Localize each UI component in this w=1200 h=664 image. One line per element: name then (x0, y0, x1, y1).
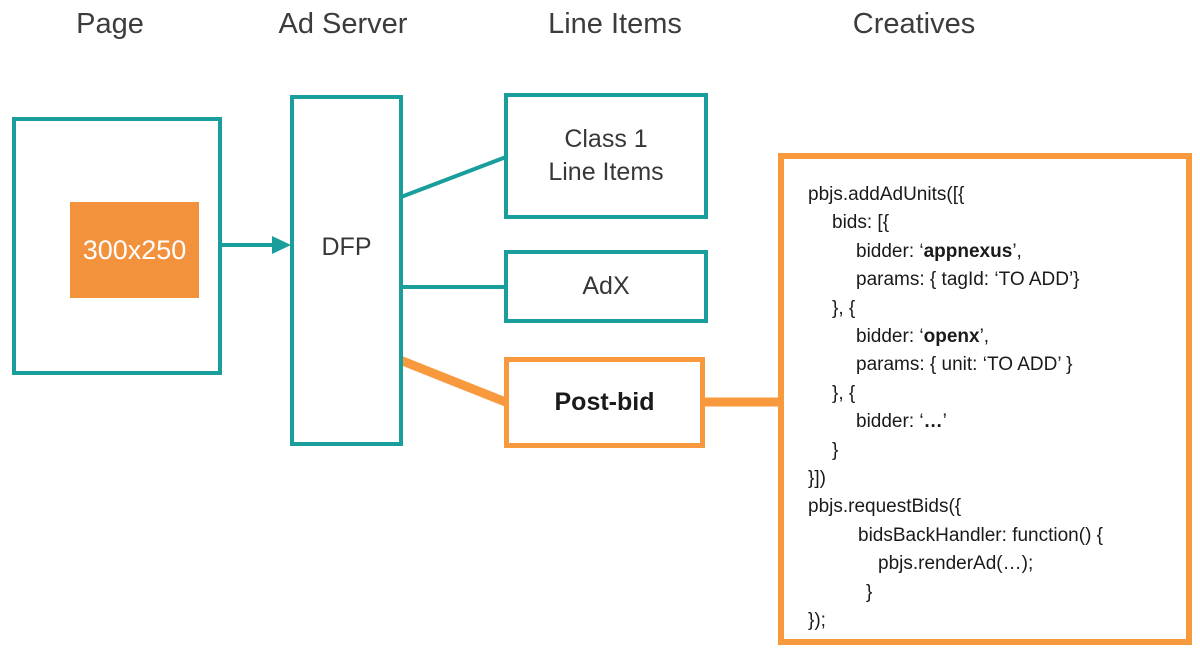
code-text: params: { tagId: ‘TO ADD’} (856, 269, 1080, 291)
adx-box: AdX (504, 250, 708, 323)
column-header-creatives: Creatives (852, 8, 976, 40)
code-line: }); (808, 607, 1178, 635)
dfp-label: DFP (321, 233, 372, 261)
code-bidder-name: openx (923, 326, 980, 348)
code-block: pbjs.addAdUnits([{bids: [{bidder: ‘appne… (808, 181, 1178, 636)
column-header-ad-server: Ad Server (278, 8, 408, 40)
code-bidder-name: … (923, 411, 943, 433)
code-text: bids: [{ (832, 212, 890, 234)
code-text: } (866, 581, 873, 603)
code-text: }); (808, 610, 826, 632)
code-line: pbjs.renderAd(…); (808, 550, 1178, 578)
page-box: 300x250 (12, 117, 222, 375)
code-text: } (832, 439, 839, 461)
code-line: bidder: ‘appnexus’, (808, 238, 1178, 266)
code-text: bidsBackHandler: function() { (858, 524, 1104, 546)
code-line: bidder: ‘openx’, (808, 323, 1178, 351)
postbid-box: Post-bid (504, 357, 705, 448)
code-text: bidder: ‘ (856, 411, 924, 433)
code-text: ’, (1012, 240, 1022, 262)
adx-label: AdX (582, 272, 630, 300)
code-line: pbjs.requestBids({ (808, 493, 1178, 521)
code-line: } (808, 437, 1178, 465)
code-line: }, { (808, 380, 1178, 408)
code-text: bidder: ‘ (856, 240, 924, 262)
code-text: pbjs.renderAd(…); (878, 553, 1034, 575)
code-bidder-name: appnexus (923, 240, 1013, 262)
code-line: params: { tagId: ‘TO ADD’} (808, 266, 1178, 294)
column-header-line-items: Line Items (548, 8, 682, 40)
class1-line-items-box: Class 1 Line Items (504, 93, 708, 219)
code-line: }]) (808, 465, 1178, 493)
code-text: pbjs.addAdUnits([{ (808, 184, 965, 205)
code-line: bids: [{ (808, 209, 1178, 237)
code-line: } (808, 579, 1178, 607)
line-dfp-to-postbid (398, 355, 510, 408)
code-line: bidder: ‘…’ (808, 408, 1178, 436)
column-header-page: Page (76, 8, 144, 40)
class1-line-items-label: Class 1 Line Items (548, 123, 663, 189)
arrowhead-adslot-to-dfp (272, 236, 291, 254)
code-text: params: { unit: ‘TO ADD’ } (856, 354, 1073, 376)
code-text: ’, (979, 326, 990, 348)
code-line: bidsBackHandler: function() { (808, 522, 1178, 550)
code-text: pbjs.requestBids({ (808, 496, 962, 518)
code-line: params: { unit: ‘TO ADD’ } (808, 351, 1178, 379)
ad-slot-300x250: 300x250 (70, 202, 199, 298)
code-text: }]) (808, 468, 826, 490)
code-text: }, { (832, 382, 856, 404)
code-line: pbjs.addAdUnits([{ (808, 181, 1178, 209)
code-text: ’ (942, 411, 947, 433)
code-line: }, { (808, 295, 1178, 323)
code-text: bidder: ‘ (856, 326, 924, 348)
class1-label-line1: Class 1 (564, 125, 648, 153)
line-dfp-to-class1 (400, 155, 507, 199)
class1-label-line2: Line Items (548, 158, 664, 186)
postbid-label: Post-bid (554, 388, 655, 416)
dfp-box: DFP (290, 95, 403, 446)
creatives-code-box: pbjs.addAdUnits([{bids: [{bidder: ‘appne… (778, 153, 1192, 645)
code-text: }, { (832, 297, 856, 319)
